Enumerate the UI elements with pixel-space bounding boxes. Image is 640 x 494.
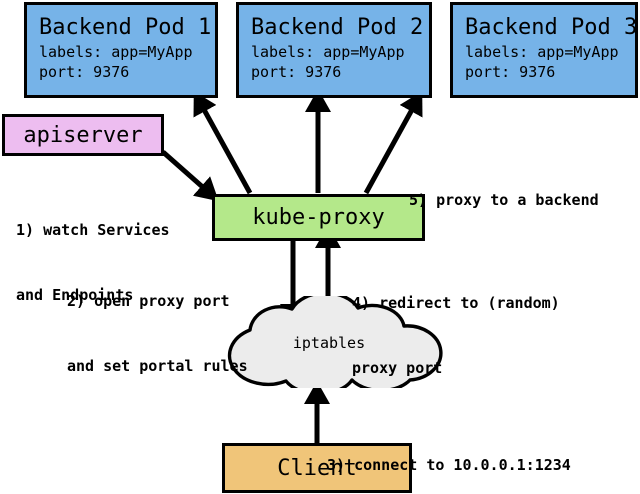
step-1-line-2: and Endpoints bbox=[16, 285, 134, 304]
iptables-label: iptables bbox=[292, 334, 366, 352]
step-5-line-1: 5) proxy to a backend bbox=[409, 190, 599, 209]
pod-3-labels: labels: app=MyApp bbox=[465, 43, 619, 62]
client-node: Client bbox=[222, 443, 412, 493]
backend-pod-2: Backend Pod 2 labels: app=MyApp port: 93… bbox=[236, 2, 432, 98]
backend-pod-3: Backend Pod 3 labels: app=MyApp port: 93… bbox=[450, 2, 638, 98]
step-5-label: 5) proxy to a backend bbox=[409, 146, 599, 255]
pod-3-title: Backend Pod 3 bbox=[465, 15, 638, 41]
apiserver-label: apiserver bbox=[23, 122, 143, 148]
pod-1-port: port: 9376 bbox=[39, 62, 130, 81]
pod-1-title: Backend Pod 1 bbox=[39, 15, 212, 41]
step-2-label: 2) open proxy port and set portal rules bbox=[67, 247, 248, 421]
arrow-kubeproxy-to-pod1 bbox=[193, 91, 253, 195]
pod-2-title: Backend Pod 2 bbox=[251, 15, 424, 41]
step-3-line-1: 3) connect to 10.0.0.1:1234 bbox=[327, 455, 571, 474]
kubeproxy-label: kube-proxy bbox=[252, 205, 385, 230]
step-4-label: 4) redirect to (random) proxy port bbox=[352, 249, 560, 423]
apiserver-node: apiserver bbox=[2, 114, 164, 156]
pod-2-port: port: 9376 bbox=[251, 62, 342, 81]
step-4-line-2: proxy port bbox=[352, 358, 443, 377]
kubeproxy-node: kube-proxy bbox=[212, 194, 425, 241]
step-3-label: 3) connect to 10.0.0.1:1234 bbox=[327, 411, 571, 494]
step-2-line-2: and set portal rules bbox=[67, 356, 248, 375]
pod-2-labels: labels: app=MyApp bbox=[251, 43, 405, 62]
step-1-line-1: 1) watch Services bbox=[16, 220, 170, 239]
step-4-line-1: 4) redirect to (random) bbox=[352, 293, 560, 312]
step-1-label: 1) watch Services and Endpoints bbox=[16, 176, 170, 350]
backend-pod-1: Backend Pod 1 labels: app=MyApp port: 93… bbox=[24, 2, 218, 98]
client-label: Client bbox=[277, 455, 357, 481]
pod-3-port: port: 9376 bbox=[465, 62, 556, 81]
arrow-kubeproxy-to-pod3 bbox=[363, 91, 423, 195]
pod-1-labels: labels: app=MyApp bbox=[39, 43, 193, 62]
step-2-line-1: 2) open proxy port bbox=[67, 291, 230, 310]
